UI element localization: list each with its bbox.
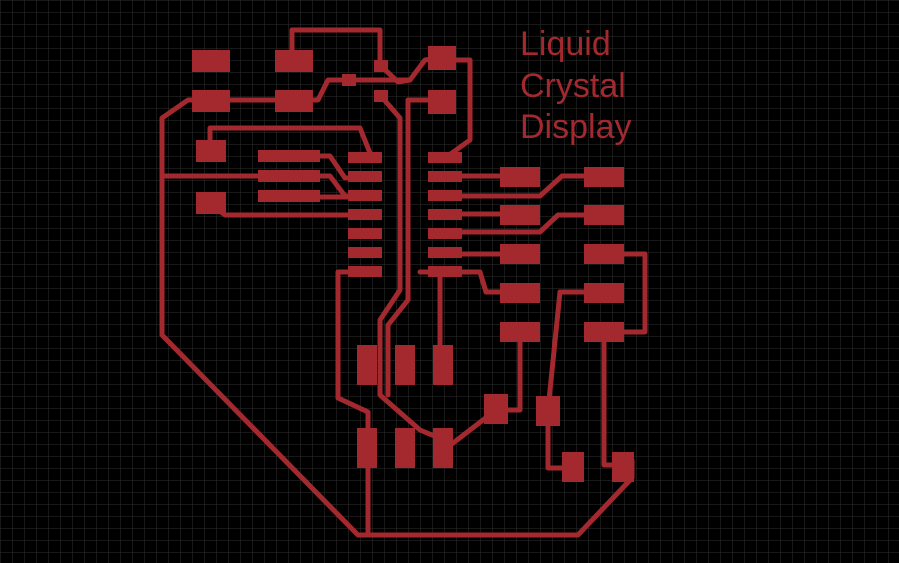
pad-sq-1	[484, 394, 508, 424]
pad-ic-l6	[348, 247, 382, 258]
pad-ic-r7	[428, 266, 462, 277]
pad-via-1	[342, 74, 356, 86]
title-line-2: Crystal	[520, 67, 626, 105]
trace-r4	[442, 212, 607, 235]
pad-hdr-3	[258, 190, 320, 202]
trace-ground-loop	[159, 97, 635, 538]
pad-tl-1	[192, 50, 230, 72]
pad-via-2	[374, 60, 388, 72]
pad-ic-l4	[348, 209, 382, 220]
pad-sq-2	[536, 396, 560, 426]
pad-ic-l3	[348, 190, 382, 201]
trace-top-5	[377, 92, 447, 443]
pad-rc-b5	[584, 322, 624, 342]
pad-left-1	[196, 140, 226, 162]
pad-bot-6	[433, 428, 453, 468]
pad-bot-5	[395, 428, 415, 468]
pad-ic-l2	[348, 171, 382, 182]
pad-tl-3	[275, 50, 313, 72]
pad-bot-4	[357, 428, 377, 468]
pads	[192, 46, 634, 482]
pad-top-right-1	[428, 46, 456, 70]
pad-left-2	[196, 192, 226, 214]
pad-ic-l1	[348, 152, 382, 163]
pad-top-right-2	[428, 90, 456, 114]
pad-hdr-1	[258, 150, 320, 162]
pad-rc-b3	[584, 244, 624, 264]
pad-ic-r6	[428, 247, 462, 258]
pad-sq-3	[562, 452, 584, 482]
pad-tl-4	[275, 90, 313, 112]
pad-rc-a5	[500, 322, 540, 342]
pad-ic-l7	[348, 266, 382, 277]
trace-r2	[442, 173, 607, 199]
board-title: Liquid Crystal Display	[520, 25, 631, 146]
pad-via-3	[374, 90, 388, 102]
pad-rc-a1	[500, 167, 540, 187]
pad-tl-2	[192, 90, 230, 112]
trace-top-6	[385, 97, 443, 398]
trace-r7	[601, 251, 648, 335]
title-line-1: Liquid	[520, 25, 611, 63]
pad-ic-r3	[428, 190, 462, 201]
title-line-3: Display	[520, 108, 631, 146]
pad-bot-3	[433, 345, 453, 385]
pad-ic-r1	[428, 152, 462, 163]
pad-rc-b4	[584, 283, 624, 303]
trace-top-1	[289, 27, 383, 68]
pad-ic-r4	[428, 209, 462, 220]
pad-rc-a4	[500, 283, 540, 303]
pad-ic-l5	[348, 228, 382, 239]
pad-sq-4	[612, 452, 634, 482]
trace-hdr-1	[207, 125, 375, 161]
pad-rc-b1	[584, 167, 624, 187]
pad-rc-b2	[584, 205, 624, 225]
trace-ic-left-1	[335, 269, 371, 453]
pad-ic-r2	[428, 171, 462, 182]
pad-rc-a3	[500, 244, 540, 264]
pad-ic-r5	[428, 228, 462, 239]
pad-hdr-2	[258, 170, 320, 182]
pad-rc-a2	[500, 205, 540, 225]
pad-bot-1	[357, 345, 377, 385]
pad-bot-2	[395, 345, 415, 385]
